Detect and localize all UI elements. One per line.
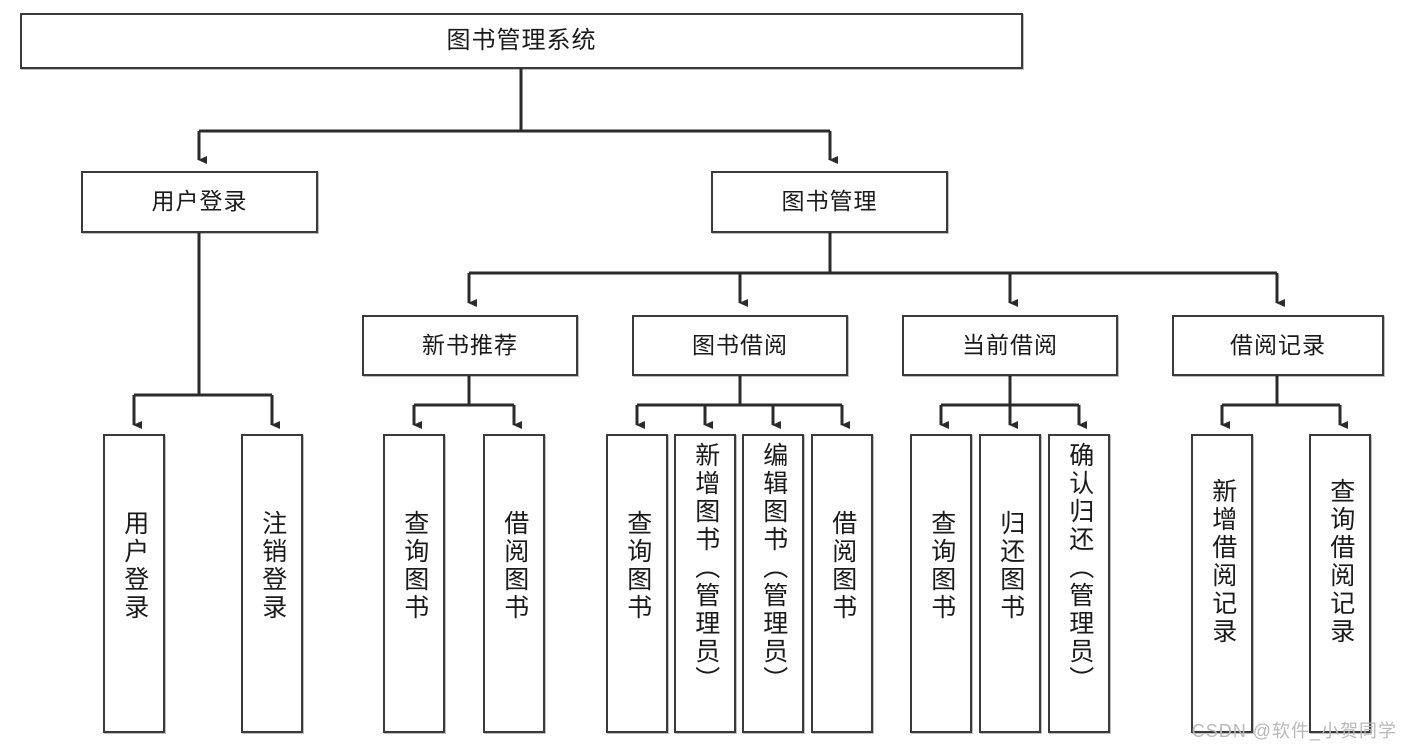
node-new-book-recommend[interactable]: 新书推荐 bbox=[362, 315, 578, 376]
node-label: 查询图书 bbox=[400, 510, 429, 622]
node-label: 新增图书（管理员） bbox=[691, 442, 720, 694]
node-label: 查询借阅记录 bbox=[1326, 478, 1355, 646]
node-label: 图书管理系统 bbox=[446, 26, 597, 54]
node-leaf-bookborrow-query-books[interactable]: 查询图书 bbox=[606, 434, 668, 733]
node-leaf-borrowrecord-add-record[interactable]: 新增借阅记录 bbox=[1191, 434, 1253, 733]
node-leaf-newbook-query-books[interactable]: 查询图书 bbox=[383, 434, 445, 733]
node-leaf-currentborrow-query-books[interactable]: 查询图书 bbox=[910, 434, 972, 733]
node-leaf-bookborrow-edit-book-admin[interactable]: 编辑图书（管理员） bbox=[742, 434, 804, 733]
node-label: 确认归还（管理员） bbox=[1065, 442, 1094, 694]
node-leaf-borrowrecord-query-record[interactable]: 查询借阅记录 bbox=[1309, 434, 1371, 733]
node-label: 查询图书 bbox=[623, 510, 652, 622]
node-current-borrow[interactable]: 当前借阅 bbox=[902, 315, 1118, 376]
node-leaf-bookborrow-borrow-books[interactable]: 借阅图书 bbox=[811, 434, 873, 733]
node-book-management[interactable]: 图书管理 bbox=[711, 171, 948, 233]
node-label: 新增借阅记录 bbox=[1208, 478, 1237, 646]
node-label: 注销登录 bbox=[258, 510, 287, 622]
node-label: 新书推荐 bbox=[422, 331, 518, 358]
node-label: 图书借阅 bbox=[692, 331, 788, 358]
node-label: 借阅图书 bbox=[828, 510, 857, 622]
node-leaf-user-login-login[interactable]: 用户登录 bbox=[103, 434, 165, 733]
node-borrow-record[interactable]: 借阅记录 bbox=[1172, 315, 1384, 376]
node-label: 归还图书 bbox=[996, 510, 1025, 622]
node-label: 用户登录 bbox=[120, 510, 149, 622]
node-label: 图书管理 bbox=[781, 188, 878, 215]
node-user-login[interactable]: 用户登录 bbox=[81, 171, 318, 233]
node-label: 借阅图书 bbox=[500, 510, 529, 622]
node-label: 查询图书 bbox=[927, 510, 956, 622]
node-label: 用户登录 bbox=[151, 188, 248, 215]
node-root-book-management-system[interactable]: 图书管理系统 bbox=[20, 13, 1023, 69]
node-label: 当前借阅 bbox=[962, 331, 1058, 358]
node-book-borrow[interactable]: 图书借阅 bbox=[632, 315, 848, 376]
node-label: 借阅记录 bbox=[1230, 331, 1326, 358]
node-leaf-currentborrow-return-books[interactable]: 归还图书 bbox=[979, 434, 1041, 733]
node-label: 编辑图书（管理员） bbox=[759, 442, 788, 694]
node-leaf-user-login-logout[interactable]: 注销登录 bbox=[241, 434, 303, 733]
node-leaf-currentborrow-confirm-return-admin[interactable]: 确认归还（管理员） bbox=[1048, 434, 1110, 733]
node-leaf-newbook-borrow-books[interactable]: 借阅图书 bbox=[483, 434, 545, 733]
node-leaf-bookborrow-add-book-admin[interactable]: 新增图书（管理员） bbox=[674, 434, 736, 733]
watermark-text: CSDN @软件_小贺同学 bbox=[1191, 721, 1397, 741]
